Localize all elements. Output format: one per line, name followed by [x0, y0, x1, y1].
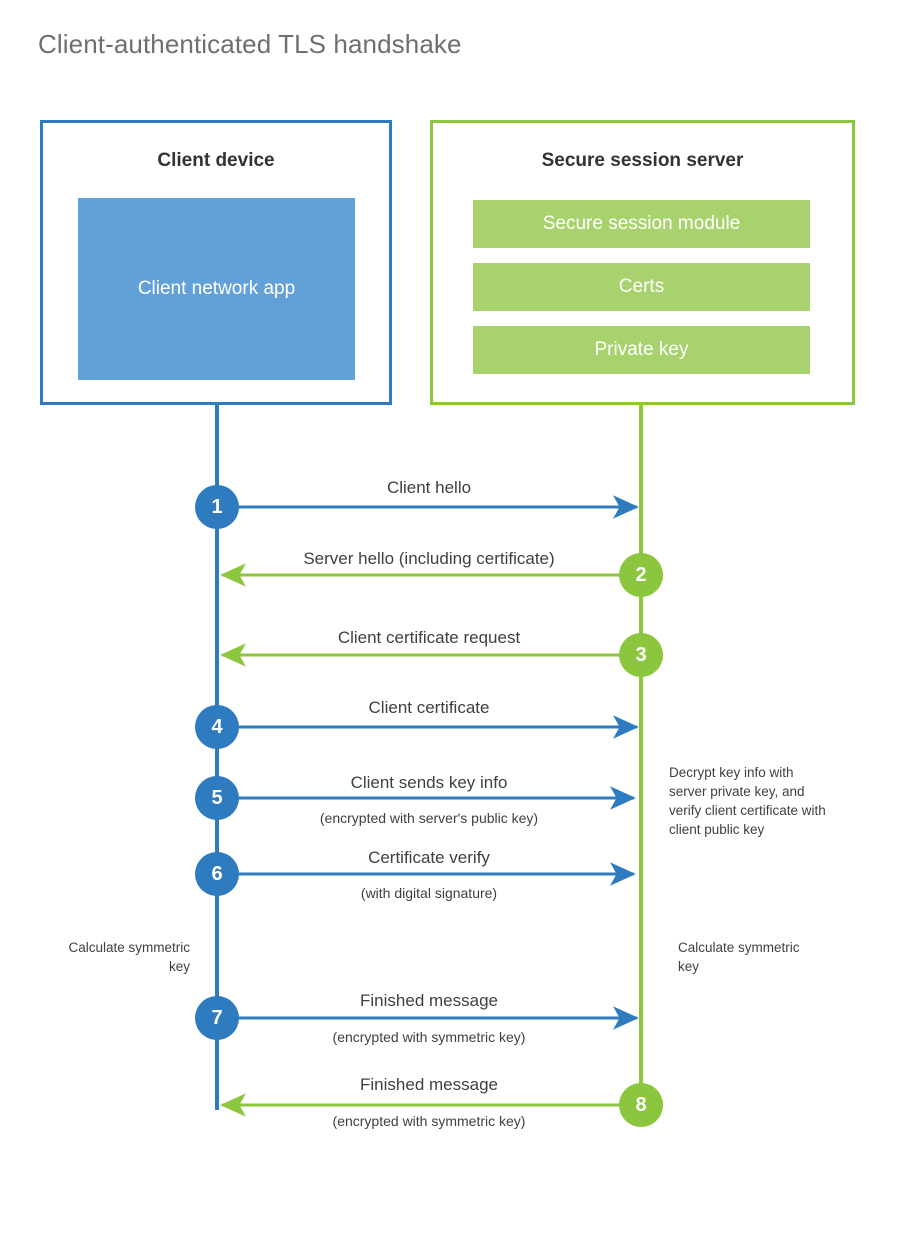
- server-component-private-key: Private key: [473, 326, 810, 374]
- server-component-certs: Certs: [473, 263, 810, 311]
- step-label-8: Finished message: [360, 1075, 498, 1094]
- step-label-2: Server hello (including certificate): [303, 549, 555, 568]
- step-circle-8[interactable]: 8: [619, 1083, 663, 1127]
- client-device-title: Client device: [157, 150, 275, 171]
- step-circle-6[interactable]: 6: [195, 852, 239, 896]
- step-label-3: Client certificate request: [337, 628, 521, 647]
- step-label-6: Certificate verify: [368, 848, 490, 867]
- server-calculate-symmetric-key-note: Calculate symmetric key: [678, 940, 800, 975]
- page-title: Client-authenticated TLS handshake: [38, 29, 462, 59]
- step-label-1: Client hello: [386, 478, 472, 497]
- secure-session-server-title: Secure session server: [541, 150, 744, 171]
- server-decrypt-note: Decrypt key info with server private key…: [669, 765, 826, 838]
- client-device-box: Client device Client network app: [40, 120, 392, 405]
- secure-session-server-box: Secure session server Secure session mod…: [430, 120, 855, 405]
- step-circle-3[interactable]: 3: [619, 633, 663, 677]
- step-sublabel-7: (encrypted with symmetric key): [332, 1029, 526, 1045]
- step-label-7: Finished message: [360, 991, 498, 1010]
- step-label-4: Client certificate: [368, 698, 490, 717]
- step-circle-5[interactable]: 5: [195, 776, 239, 820]
- server-component-secure-session-module: Secure session module: [473, 200, 810, 248]
- step-circle-1[interactable]: 1: [195, 485, 239, 529]
- client-network-app-block: Client network app: [78, 198, 355, 380]
- step-circle-7[interactable]: 7: [195, 996, 239, 1040]
- step-sublabel-8: (encrypted with symmetric key): [332, 1113, 526, 1129]
- step-sublabel-6: (with digital signature): [360, 885, 498, 901]
- step-sublabel-5: (encrypted with server's public key): [319, 810, 539, 826]
- step-circle-2[interactable]: 2: [619, 553, 663, 597]
- client-calculate-symmetric-key-note: Calculate symmetric key: [68, 940, 190, 975]
- step-circle-4[interactable]: 4: [195, 705, 239, 749]
- step-label-5: Client sends key info: [350, 773, 508, 792]
